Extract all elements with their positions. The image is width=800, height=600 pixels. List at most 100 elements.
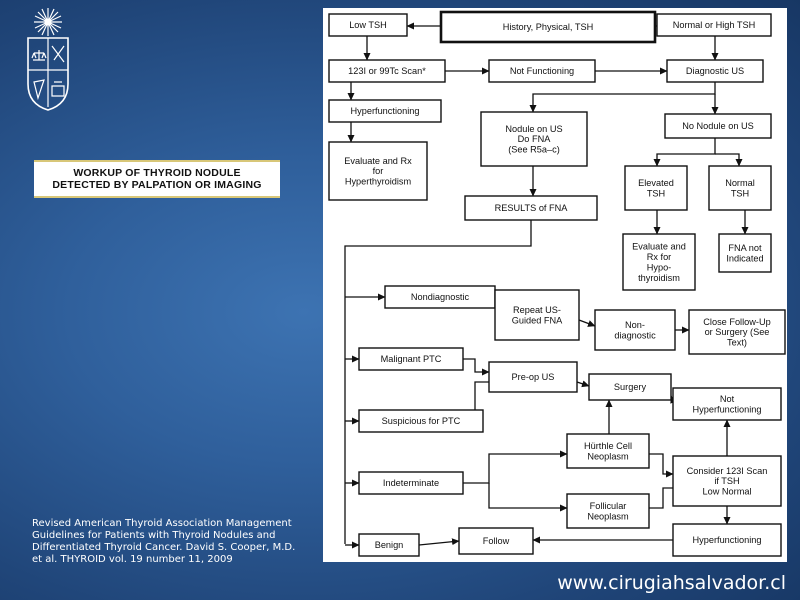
flow-node-label: Rx for — [647, 252, 672, 262]
flow-node-label: Low Normal — [702, 487, 751, 497]
flow-node-no-nodule-on-us: No Nodule on US — [664, 113, 772, 139]
reference-line: et al. THYROID vol. 19 number 11, 2009 — [32, 554, 233, 565]
flow-node-nondiagnostic: Nondiagnostic — [384, 285, 496, 309]
flow-node-label: Not Functioning — [510, 66, 574, 76]
flow-edge-no-nodule-split — [653, 138, 716, 167]
flow-node-label: TSH — [647, 188, 665, 198]
flow-node-label: Follicular — [590, 501, 627, 511]
flow-node-label: Elevated — [638, 178, 674, 188]
flow-edge-indet-split — [463, 450, 568, 484]
flow-node-normal-high-tsh: Normal or High TSH — [656, 13, 772, 37]
flow-node-label: No Nodule on US — [682, 121, 754, 131]
flow-node-label: Guided FNA — [512, 315, 563, 325]
flow-node-label: TSH — [731, 188, 749, 198]
flow-node-label: Malignant PTC — [381, 354, 442, 364]
flow-node-label: Low TSH — [349, 20, 387, 30]
flow-node-hyperfunctioning-bottom: Hyperfunctioning — [672, 523, 782, 557]
flow-edge-malig-to-preop — [463, 358, 490, 376]
flow-node-label: Follow — [483, 536, 510, 546]
flow-node-label: Normal or High TSH — [673, 20, 756, 30]
flow-node-label: Normal — [725, 178, 755, 188]
flow-edge-preop-to-surgery — [576, 380, 590, 388]
slide-title-line-2: DETECTED BY PALPATION OR IMAGING — [52, 179, 262, 191]
flow-node-label: Hyperfunctioning — [351, 106, 420, 116]
flow-node-label: Evaluate and — [632, 242, 686, 252]
flow-node-label: Hürthle Cell — [584, 441, 632, 451]
flow-node-label: Pre-op US — [512, 372, 555, 382]
flow-node-low-tsh: Low TSH — [328, 13, 408, 37]
flow-node-label: if TSH — [714, 476, 739, 486]
flow-node-benign: Benign — [358, 533, 420, 557]
flow-edge-no-nodule-to-normal — [715, 153, 743, 167]
flow-node-label: FNA not — [728, 243, 762, 253]
flow-edge-foll-to-consider — [649, 487, 673, 509]
flow-node-label: or Surgery (See — [705, 327, 770, 337]
flow-node-surgery: Surgery — [588, 373, 672, 401]
flow-node-label: Benign — [375, 540, 404, 550]
flow-node-label: Hypo- — [647, 262, 672, 272]
flowchart-panel: History, Physical, TSH Low TSH Normal or H… — [323, 8, 787, 562]
flow-node-label: Neoplasm — [587, 451, 629, 461]
flow-node-label: Close Follow-Up — [703, 317, 770, 327]
flow-node-follow: Follow — [458, 527, 534, 555]
flow-edge-benign-to-follow — [418, 538, 460, 546]
flow-node-label: Nodule on US — [505, 124, 562, 134]
flow-edge-repeat-to-nondiag2 — [578, 319, 596, 327]
flow-node-label: Non- — [625, 320, 645, 330]
flow-node-suspicious-ptc: Suspicious for PTC — [358, 409, 484, 433]
flow-node-repeat-fna: Repeat US-Guided FNA — [494, 289, 580, 341]
flow-node-preop-us: Pre-op US — [488, 361, 578, 393]
flow-node-indeterminate: Indeterminate — [358, 471, 464, 495]
flow-node-label: 123I or 99Tc Scan* — [348, 66, 426, 76]
reference-citation: Revised American Thyroid Association Man… — [32, 518, 304, 566]
flow-node-not-functioning: Not Functioning — [488, 59, 596, 83]
reference-line: Guidelines for Patients with Thyroid Nod… — [32, 530, 276, 541]
flow-node-diagnostic-us: Diagnostic US — [666, 59, 764, 83]
flow-node-label: Repeat US- — [513, 305, 561, 315]
slide-title-box: WORKUP OF THYROID NODULE DETECTED BY PAL… — [34, 160, 280, 198]
flow-node-non-diagnostic: Non-diagnostic — [594, 309, 676, 351]
flow-edge-us-split — [529, 82, 716, 113]
flow-node-label: Suspicious for PTC — [382, 416, 461, 426]
flow-node-label: Surgery — [614, 382, 647, 392]
flow-node-malignant-ptc: Malignant PTC — [358, 347, 464, 371]
flow-node-label: Indeterminate — [383, 478, 439, 488]
flow-node-results-fna: RESULTS of FNA — [464, 195, 598, 221]
flow-node-label: Evaluate and Rx — [344, 156, 412, 166]
reference-line: Revised American Thyroid Association Man… — [32, 518, 292, 529]
flow-node-scan: 123I or 99Tc Scan* — [328, 59, 446, 83]
flow-node-label: Hyperfunctioning — [693, 535, 762, 545]
flow-node-label: thyroidism — [638, 273, 680, 283]
flow-node-label: Text) — [727, 338, 747, 348]
flow-node-label: RESULTS of FNA — [495, 203, 569, 213]
flow-node-label: diagnostic — [614, 330, 656, 340]
flow-edge-indet-to-foll — [488, 483, 568, 512]
flow-node-label: Hyperfunctioning — [693, 404, 762, 414]
flow-node-label: Neoplasm — [587, 511, 629, 521]
reference-line: Differentiated Thyroid Cancer. David S. … — [32, 542, 296, 553]
flow-node-label: Indicated — [726, 253, 763, 263]
flow-edge-results-down — [344, 220, 532, 544]
flow-node-label: Do FNA — [518, 134, 552, 144]
flow-node-history: History, Physical, TSH — [439, 10, 657, 44]
flow-node-label: Diagnostic US — [686, 66, 744, 76]
flow-node-hyperfunctioning-top: Hyperfunctioning — [328, 99, 442, 123]
flow-node-label: Not — [720, 394, 735, 404]
flow-node-label: Nondiagnostic — [411, 292, 470, 302]
university-seal-logo — [27, 8, 69, 111]
flow-node-label: History, Physical, TSH — [503, 22, 594, 32]
flow-node-label: Consider 123I Scan — [687, 466, 768, 476]
flow-node-label: (See R5a–c) — [508, 145, 560, 155]
flow-edge-hurthle-to-consider — [649, 453, 674, 478]
